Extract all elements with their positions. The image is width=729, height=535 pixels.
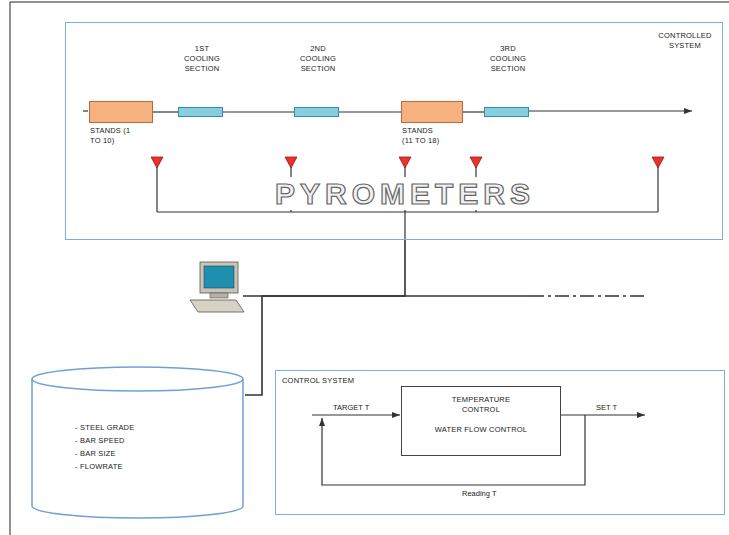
cooling-box: 3RD COOLING SECTION [484,107,529,117]
keyboard [190,300,244,312]
control-text: TEMPERATURE CONTROL [433,395,529,415]
signal-label: SET T [596,403,617,413]
cooling-label: 1ST COOLING SECTION [177,44,227,74]
pyrometer-bus [157,211,658,212]
control-text: WATER FLOW CONTROL [433,425,529,435]
database-field: - STEEL GRADE [75,423,245,433]
stands-box: STANDS (1 TO 10) [89,101,153,123]
panel-title: CONTROLLED SYSTEM [654,31,716,51]
monitor-screen [204,266,234,288]
monitor-body [200,262,238,293]
rolling-line [223,111,294,112]
database-field: - BAR SPEED [75,436,245,446]
cooling-label: 3RD COOLING SECTION [483,44,533,74]
pyrometer-symbol [652,157,664,168]
rolling-line [83,110,88,111]
cooling-box: 1ST COOLING SECTION [178,107,223,117]
computer-icon [190,262,244,312]
pyrometer-symbol [285,157,297,168]
stands-label: STANDS (11 TO 18) [402,126,444,146]
pyrometer-stem [657,166,658,212]
stands-label: STANDS (1 TO 10) [90,126,132,146]
signal-arrow [312,414,400,415]
control-system-panel: CONTROL SYSTEM TEMPERATURE CONTROL WATER F… [275,370,725,515]
pyrometer-symbol [470,157,482,168]
pyrometer-symbol [151,157,163,168]
pyrometer-symbol [399,157,411,168]
signal-label: TARGET T [333,403,369,413]
signal-label: Reading T [462,489,496,499]
pyrometer-stem [156,166,157,212]
stands-box: STANDS (11 TO 18) [401,101,463,123]
panel-title: CONTROL SYSTEM [282,376,724,386]
database-field: - FLOWRATE [75,462,245,472]
signal-arrow [560,414,645,415]
network-link [245,240,405,395]
rolling-line [153,111,178,112]
cooling-box: 2ND COOLING SECTION [294,107,339,117]
rolling-line [463,111,484,112]
rolling-line [528,110,692,111]
cylinder-outline [30,365,245,520]
database-cylinder: - STEEL GRADE - BAR SPEED - BAR SIZE - FLOW… [30,365,245,520]
pyrometers-title: PYROMETERS [271,177,539,210]
control-box: TEMPERATURE CONTROL WATER FLOW CONTROL [401,386,561,456]
pyrometer-group [151,157,664,240]
database-field: - BAR SIZE [75,449,245,459]
network-bus [530,295,645,297]
cooling-label: 2ND COOLING SECTION [293,44,343,74]
frame-line [10,2,11,535]
frame-line [10,2,729,3]
monitor-stand [210,293,228,298]
rolling-line [339,111,401,112]
pyrometer-bus [404,212,405,240]
cylinder-body [32,367,243,518]
cylinder-rim [32,379,243,391]
